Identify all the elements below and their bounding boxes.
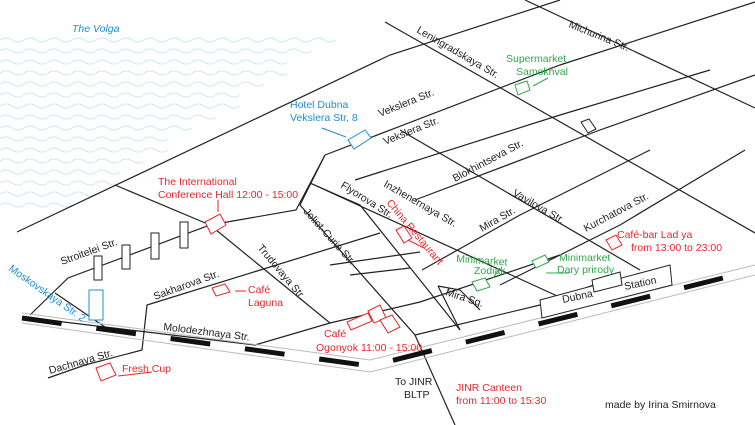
ogonyok-label: Café — [324, 328, 346, 340]
laguna-label: Café — [248, 284, 270, 296]
road-mira — [421, 149, 651, 271]
road-molodezhnaya — [21, 254, 561, 346]
label-vekslera-1: Vekslera Str. — [377, 87, 436, 120]
water-wave — [0, 92, 241, 98]
road-inzhenernaya — [309, 182, 567, 301]
road-blokhintseva — [414, 74, 755, 201]
laguna-name: Laguna — [248, 297, 283, 309]
labels: The Volga Michurina Str. Leningradskaya … — [6, 19, 722, 411]
conference-hours: Conference Hall 12:00 - 15:00 — [158, 189, 298, 201]
volga-water — [0, 37, 337, 208]
ogonyok-building-3 — [379, 314, 401, 334]
label-blokhintseva: Blokhintseva Str. — [451, 137, 526, 184]
arrows — [117, 77, 569, 377]
conference-building — [204, 213, 227, 235]
road-vekslera-2 — [354, 69, 711, 181]
supermarket-label: Supermarket — [506, 53, 566, 65]
road-conference-branch — [114, 184, 211, 226]
label-joliot-curie: Joliot-Curie Str. — [301, 206, 358, 267]
zodiak-building — [471, 277, 491, 292]
bltp-label: To JINR — [395, 376, 433, 388]
dary-name: Dary prirody — [557, 264, 615, 276]
freshcup-label: Fresh Cup — [122, 363, 171, 375]
towers — [88, 221, 189, 321]
unnamed-building — [580, 118, 597, 134]
buildings — [95, 80, 623, 382]
label-michurina: Michurina Str. — [567, 19, 631, 54]
road-sakharova — [141, 232, 381, 351]
water-wave — [0, 48, 313, 54]
supermarket-building — [514, 80, 531, 96]
dary-building — [531, 254, 550, 269]
water-wave — [0, 114, 217, 120]
water-wave — [0, 70, 289, 76]
water-wave — [0, 103, 241, 109]
station-building — [539, 264, 673, 319]
road-vekslera-1 — [324, 1, 755, 156]
label-moskovskaya: Moskovskaya Str. 2 — [6, 263, 88, 325]
road-outer — [16, 0, 561, 233]
cafebar-building — [605, 234, 623, 251]
canteen-name: JINR Canteen — [456, 382, 522, 394]
dary-label: Minimarket — [559, 252, 610, 264]
water-wave — [0, 147, 169, 153]
canteen-hours: from 11:00 to 15:30 — [456, 395, 546, 407]
water-wave — [0, 59, 289, 65]
road-flyorova — [309, 182, 461, 331]
road-cross-1 — [329, 251, 421, 276]
supermarket-name: Samokhval — [516, 66, 568, 78]
water-wave — [0, 37, 337, 43]
road-vavilova — [399, 129, 641, 271]
label-stroitelei: Stroitelei Str. — [59, 236, 119, 268]
road-moskovskaya — [54, 292, 106, 328]
hotel-address: Vekslera Str, 8 — [290, 112, 358, 124]
water-wave — [0, 125, 193, 131]
road-dachnaya — [47, 349, 143, 379]
zodiak-name: Zodiak — [474, 265, 506, 277]
water-wave — [0, 180, 121, 186]
cafebar-hours: from 13:00 to 23:00 — [631, 242, 722, 254]
road-michurina — [524, 0, 755, 109]
road-mira-sq — [437, 285, 481, 331]
cafebar-name: Café-bar Lad ya — [617, 229, 692, 241]
zodiak-label: Minimarket — [456, 253, 508, 269]
volga-label: The Volga — [72, 23, 120, 35]
label-vavilova: Vavilova Str. — [511, 187, 567, 226]
water-wave — [0, 158, 145, 164]
moskovskaya-building — [88, 289, 104, 321]
water-wave — [0, 169, 121, 175]
water-wave — [0, 191, 97, 197]
road-leningradskaya — [384, 21, 755, 234]
hotel-name: Hotel Dubna — [290, 99, 349, 111]
road-trudovaya — [209, 224, 331, 324]
china-building — [395, 225, 413, 244]
water-wave — [0, 202, 73, 208]
bltp-name: BLTP — [404, 389, 429, 401]
credit-label: made by Irina Smirnova — [605, 399, 716, 411]
freshcup-building — [95, 362, 117, 382]
ogonyok-name: Ogonyok 11:00 - 15:00 — [316, 342, 422, 354]
road-joliot-curie — [299, 154, 456, 425]
water-wave — [0, 81, 265, 87]
label-vekslera-2: Vekslera Str. — [382, 115, 441, 148]
water-wave — [0, 136, 169, 142]
conference-name: The International — [158, 176, 237, 188]
ogonyok-building-1 — [346, 312, 373, 331]
hotel-building — [347, 129, 372, 150]
laguna-building — [211, 283, 231, 297]
